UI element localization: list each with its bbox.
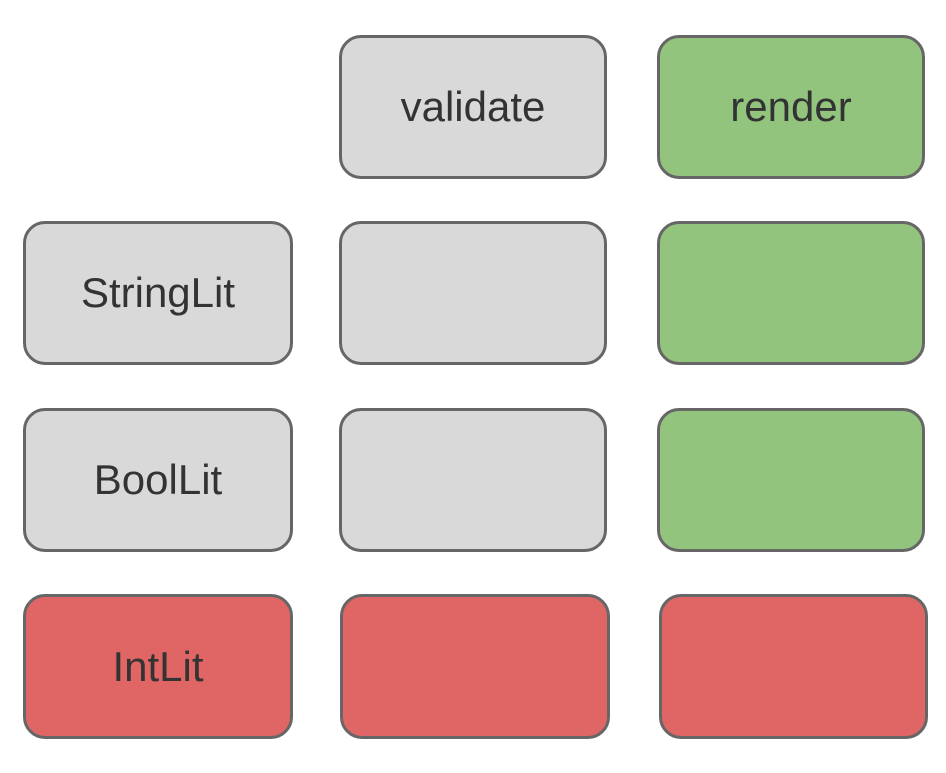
row-header-intlit: IntLit [23, 594, 293, 739]
cell-stringlit-render [657, 221, 925, 365]
cell-intlit-validate [340, 594, 610, 739]
cell-boollit-render [657, 408, 925, 552]
row-header-intlit-label: IntLit [112, 642, 204, 690]
row-header-boollit: BoolLit [23, 408, 293, 552]
row-header-stringlit: StringLit [23, 221, 293, 365]
column-header-render-label: render [730, 83, 852, 130]
cell-stringlit-validate [339, 221, 607, 365]
column-header-validate-label: validate [400, 83, 546, 130]
row-header-stringlit-label: StringLit [80, 269, 236, 316]
cell-intlit-render [659, 594, 928, 739]
column-header-validate: validate [339, 35, 607, 179]
row-header-boollit-label: BoolLit [93, 456, 223, 503]
column-header-render: render [657, 35, 925, 179]
cell-boollit-validate [339, 408, 607, 552]
